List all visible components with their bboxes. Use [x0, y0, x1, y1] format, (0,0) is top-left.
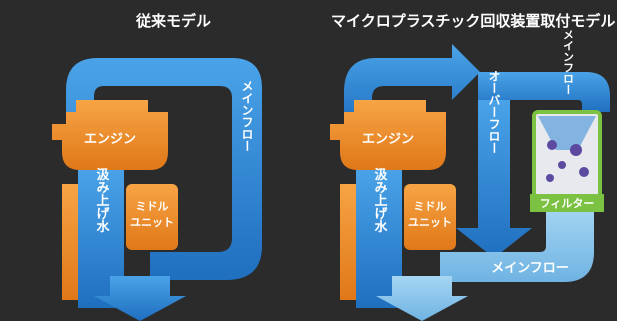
- right-intake-water-label: 汲み上げ水: [372, 167, 388, 234]
- filter-label-bar: [530, 194, 604, 212]
- particle-1: [547, 140, 557, 150]
- left-main-flow-label: メインフロー: [240, 80, 254, 152]
- left-main-flow-loop: [66, 58, 262, 280]
- particle-3: [558, 161, 566, 169]
- left-engine: [52, 100, 168, 170]
- particle-4: [579, 167, 589, 177]
- particle-5: [546, 174, 554, 182]
- microplastic-model: エンジン ミドル ユニット 汲み上げ水 オーバーフロー メインフロー フィルター…: [330, 29, 610, 321]
- microplastic-model-title: マイクロプラスチック回収装置取付モデル: [331, 12, 616, 30]
- right-return-flow: [440, 205, 594, 282]
- particle-2: [570, 144, 582, 156]
- right-middle-unit-label-1: ミドル: [414, 200, 447, 213]
- right-overflow-flow: [456, 100, 532, 258]
- left-intake-water-label: 汲み上げ水: [94, 167, 110, 234]
- conventional-model: エンジン ミドル ユニット 汲み上げ水 メインフロー: [52, 58, 262, 321]
- left-engine-label: エンジン: [84, 132, 136, 147]
- left-down-arrow: [94, 276, 186, 321]
- right-middle-unit: [340, 184, 356, 300]
- right-engine-label: エンジン: [362, 132, 414, 147]
- right-middle-unit-label-2: ユニット: [408, 216, 452, 229]
- right-down-arrow: [376, 276, 468, 321]
- right-to-filter-flow: [478, 72, 610, 112]
- right-middle-unit-box: [404, 184, 456, 250]
- left-middle-unit-label-2: ユニット: [130, 216, 174, 229]
- right-top-flow: [344, 44, 480, 128]
- right-overflow-label: オーバーフロー: [487, 70, 501, 154]
- right-main-flow-bottom-label: メインフロー: [491, 261, 569, 276]
- right-main-flow-vertical-label: メインフロー: [562, 29, 575, 95]
- left-middle-unit-label-1: ミドル: [136, 200, 169, 213]
- left-middle-unit: [62, 184, 78, 300]
- filter-label: フィルター: [540, 197, 595, 210]
- left-middle-unit-box: [126, 184, 178, 250]
- right-engine: [330, 100, 446, 170]
- conventional-model-title: 従来モデル: [136, 12, 212, 30]
